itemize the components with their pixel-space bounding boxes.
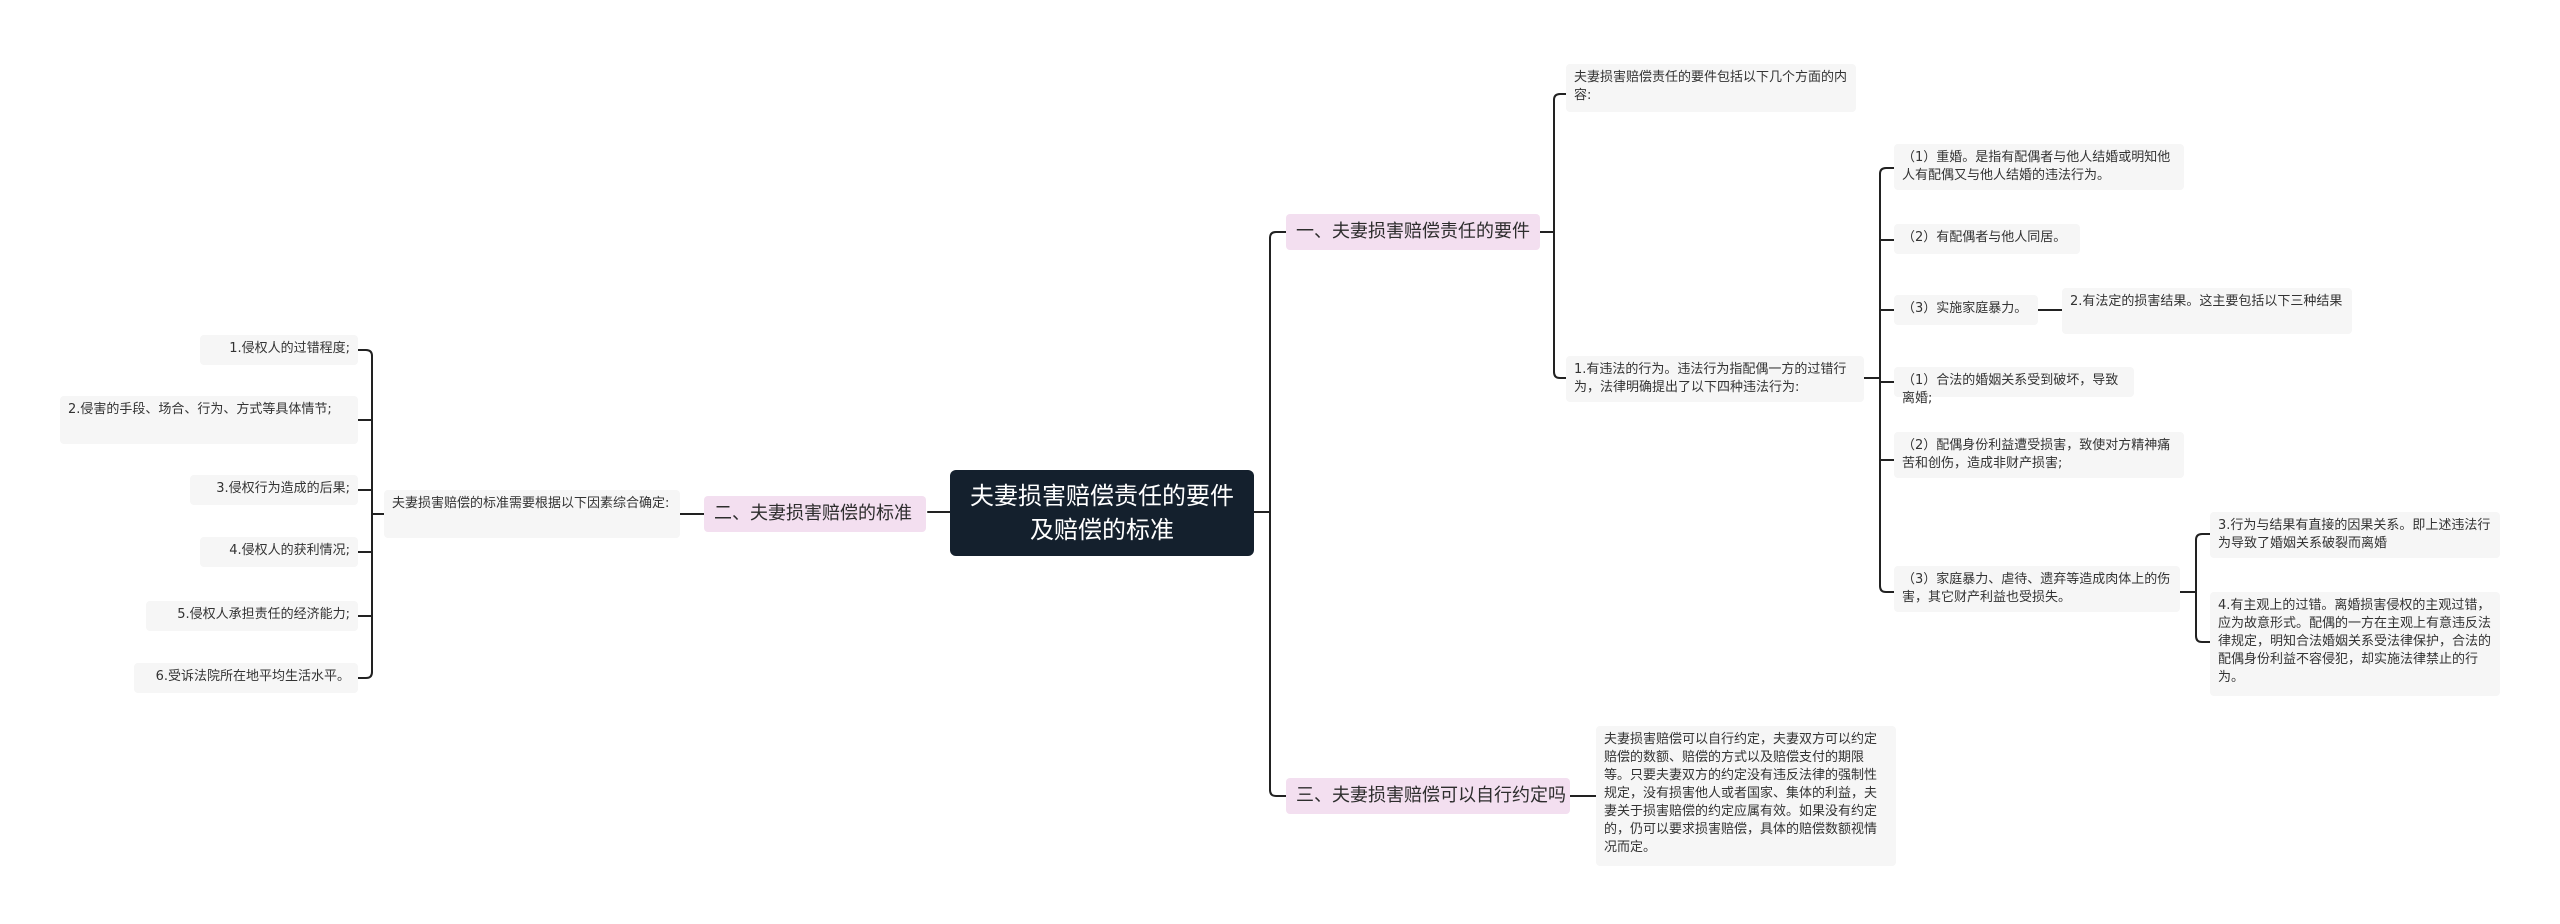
standard-economic-capacity[interactable]: 5.侵权人承担责任的经济能力; xyxy=(146,601,358,631)
requirements-intro[interactable]: 夫妻损害赔偿责任的要件包括以下几个方面的内容: xyxy=(1566,64,1856,112)
illegal-act-domestic-violence[interactable]: （3）实施家庭暴力。 xyxy=(1894,295,2038,325)
standard-living-level[interactable]: 6.受诉法院所在地平均生活水平。 xyxy=(134,663,358,693)
damage-spouse-identity[interactable]: （2）配偶身份利益遭受损害，致使对方精神痛苦和创伤，造成非财产损害; xyxy=(1894,432,2184,478)
branch-self-agreement[interactable]: 三、夫妻损害赔偿可以自行约定吗 xyxy=(1286,778,1570,814)
requirement-causation[interactable]: 3.行为与结果有直接的因果关系。即上述违法行为导致了婚姻关系破裂而离婚 xyxy=(2210,512,2500,558)
damage-marriage-broken[interactable]: （1）合法的婚姻关系受到破坏，导致离婚; xyxy=(1894,367,2134,406)
root-topic[interactable]: 夫妻损害赔偿责任的要件及赔偿的标准 xyxy=(950,470,1254,556)
branch-requirements[interactable]: 一、夫妻损害赔偿责任的要件 xyxy=(1286,214,1540,250)
damage-physical-harm[interactable]: （3）家庭暴力、虐待、遗弃等造成肉体上的伤害，其它财产利益也受损失。 xyxy=(1894,566,2180,612)
standard-profit[interactable]: 4.侵权人的获利情况; xyxy=(200,537,358,567)
standard-consequences[interactable]: 3.侵权行为造成的后果; xyxy=(190,475,358,505)
root-topic-text: 夫妻损害赔偿责任的要件及赔偿的标准 xyxy=(970,482,1234,544)
standards-intro[interactable]: 夫妻损害赔偿的标准需要根据以下因素综合确定: xyxy=(384,490,680,538)
illegal-act-bigamy[interactable]: （1）重婚。是指有配偶者与他人结婚或明知他人有配偶又与他人结婚的违法行为。 xyxy=(1894,144,2184,190)
branch-standards[interactable]: 二、夫妻损害赔偿的标准 xyxy=(704,496,926,532)
requirement-damage-result[interactable]: 2.有法定的损害结果。这主要包括以下三种结果 xyxy=(2062,288,2352,334)
illegal-act-cohabitation[interactable]: （2）有配偶者与他人同居。 xyxy=(1894,224,2080,254)
requirement-fault[interactable]: 4.有主观上的过错。离婚损害侵权的主观过错，应为故意形式。配偶的一方在主观上有意… xyxy=(2210,592,2500,696)
standard-fault-degree[interactable]: 1.侵权人的过错程度; xyxy=(200,335,358,365)
standard-circumstances[interactable]: 2.侵害的手段、场合、行为、方式等具体情节; xyxy=(60,396,358,444)
self-agreement-text[interactable]: 夫妻损害赔偿可以自行约定，夫妻双方可以约定赔偿的数额、赔偿的方式以及赔偿支付的期… xyxy=(1596,726,1896,866)
requirement-illegal-act[interactable]: 1.有违法的行为。违法行为指配偶一方的过错行为，法律明确提出了以下四种违法行为: xyxy=(1566,356,1864,402)
